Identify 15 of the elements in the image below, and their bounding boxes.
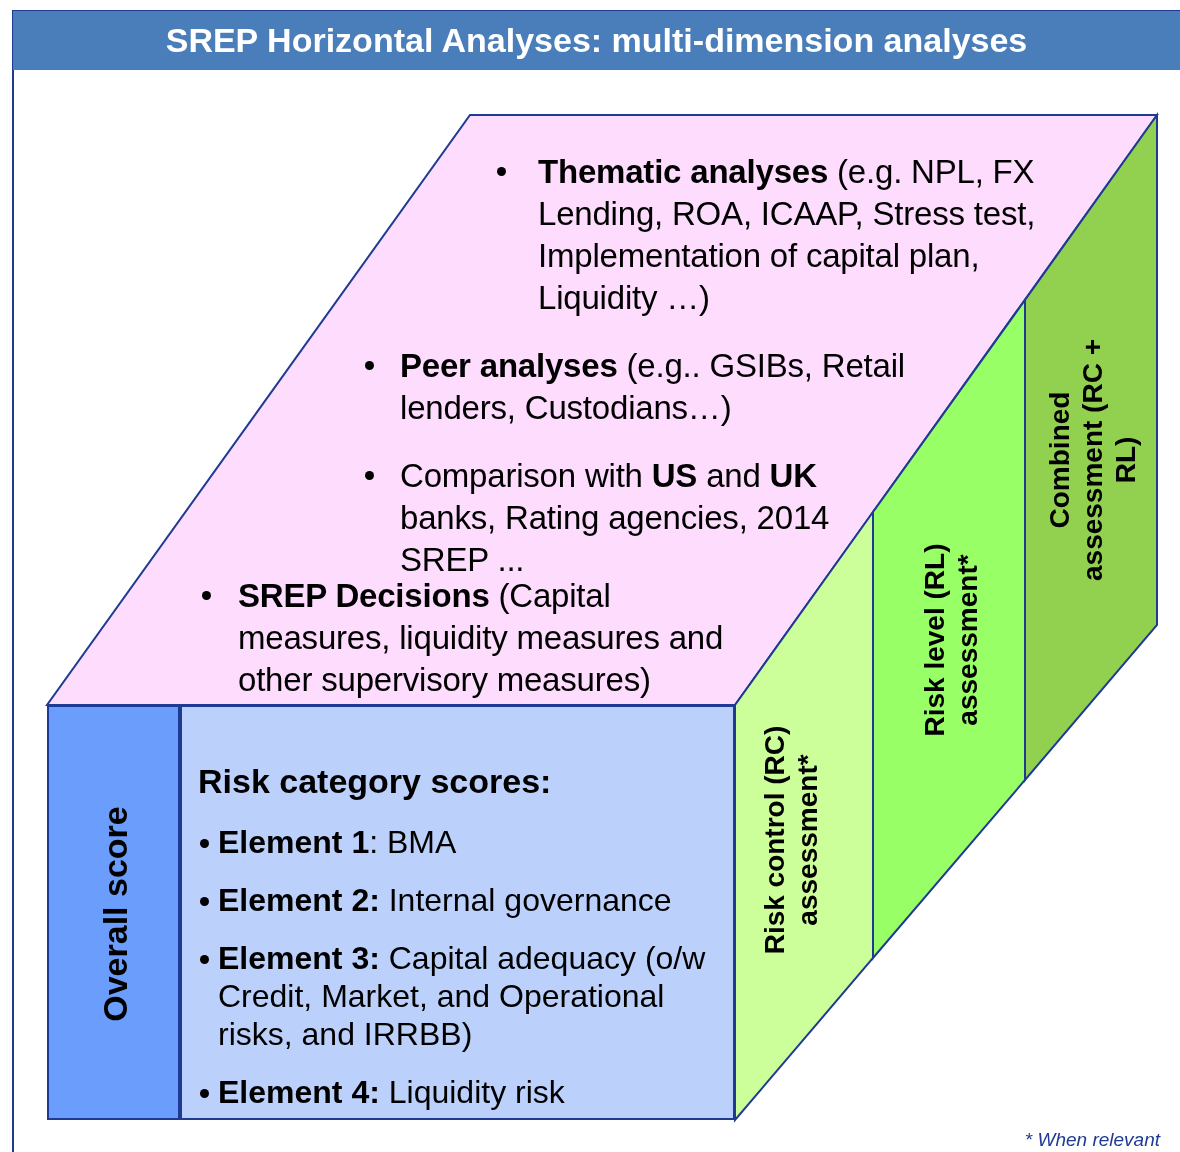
bullet-text: Peer analyses (e.g.. GSIBs, Retail lenders, Custodians…) [400,346,906,428]
footnote: * When relevant [1024,1128,1160,1152]
bullet-text: Element 4: Liquidity risk [218,1073,566,1111]
overall-score-panel [47,705,180,1120]
panel-label: Risk control (RC) assessment* [758,724,824,957]
panel-label: Combined assessment (RC + RL) [1042,338,1142,583]
bullet-text: Element 2: Internal governance [218,881,673,919]
bullet-text: Element 3: Capital adequacy (o/w Credit, Market, and Operational risks, and IRRBB) [218,939,707,1053]
panel-label: Overall score [96,805,134,1024]
category-scores-panel [180,705,735,1120]
panel-label: Risk level (RL) assessment* [918,542,984,739]
title-bar: SREP Horizontal Analyses: multi-dimension analyses [13,11,1180,70]
bullet-text: Thematic analyses (e.g. NPL, FX Lending, ROA, ICAAP, Stress test, Implementation of capital plan, Liquidity …) [538,152,1037,318]
bullet-text: Element 1: BMA [218,823,458,861]
bullet-text: Risk category scores: [198,761,553,801]
